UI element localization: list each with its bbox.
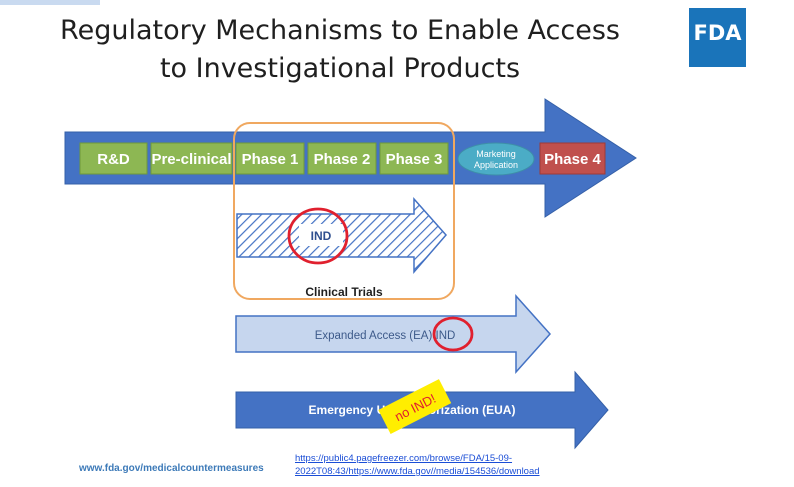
source-link[interactable]: https://public4.pagefreezer.com/browse/F…	[295, 453, 540, 477]
clinical-trials-label: Clinical Trials	[305, 285, 383, 299]
title-line-2: to Investigational Products	[159, 53, 521, 84]
stage-box-phase-4	[539, 142, 606, 175]
expanded-access-arrow	[235, 294, 552, 374]
stage-box-rd	[79, 142, 148, 175]
slide-corner-tab	[0, 0, 100, 5]
stage-label-phase-1: Phase 1	[242, 151, 299, 168]
slide-title: Regulatory Mechanisms to Enable Access t…	[40, 12, 640, 88]
no-ind-sticky-note: no IND!	[378, 379, 452, 435]
stage-label-phase-2: Phase 2	[314, 151, 371, 168]
clinical-trials-frame	[233, 122, 455, 300]
fda-logo: FDA	[689, 8, 746, 67]
footer-url: www.fda.gov/medicalcountermeasures	[79, 463, 264, 474]
stage-label-phase-3: Phase 3	[386, 151, 443, 168]
marketing-application-oval	[457, 142, 535, 176]
stage-box-preclinical	[150, 142, 233, 175]
stage-box-phase-1	[235, 142, 305, 175]
ind-label-box	[299, 224, 343, 246]
stage-label-rd: R&D	[97, 151, 130, 168]
marketing-label-line-2: Application	[474, 160, 518, 170]
stage-box-phase-3	[379, 142, 449, 175]
title-line-1: Regulatory Mechanisms to Enable Access	[60, 15, 620, 46]
ind-label: IND	[311, 229, 332, 243]
stage-label-phase-4: Phase 4	[544, 151, 601, 168]
fda-logo-text: FDA	[693, 21, 742, 45]
marketing-label-line-1: Marketing	[476, 149, 516, 159]
ea-ind-annotation-circle	[432, 316, 474, 352]
stage-label-preclinical: Pre-clinical	[151, 151, 231, 168]
ind-annotation-circle	[287, 207, 349, 265]
stage-box-phase-2	[307, 142, 377, 175]
expanded-access-label: Expanded Access (EA) IND	[315, 330, 456, 342]
